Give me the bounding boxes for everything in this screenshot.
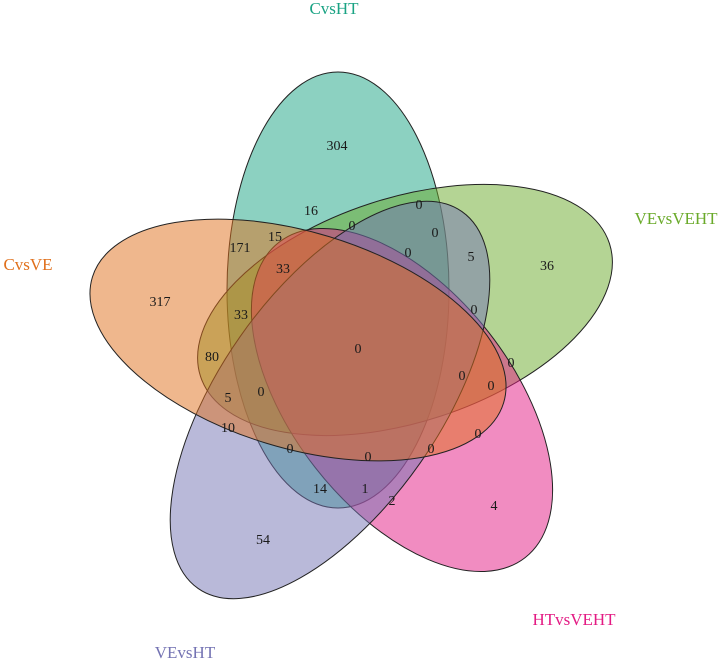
label-vevsveht: VEvsVEHT (634, 209, 718, 228)
ellipse-cvsve (89, 218, 507, 462)
set-labels: CvsHT VEvsVEHT HTvsVEHT VEvsHT CvsVE (3, 0, 718, 661)
count-region-0b: 0 (349, 219, 356, 234)
region-counts: 304 36 4 54 317 16 0 0 0 15 171 0 5 33 3… (150, 139, 555, 548)
count-only-cvsht: 304 (327, 139, 348, 154)
count-only-vevsht: 54 (256, 533, 270, 548)
count-region-0k: 0 (287, 442, 294, 457)
count-region-0c: 0 (432, 226, 439, 241)
count-region-0j: 0 (475, 427, 482, 442)
count-region-0d: 0 (405, 246, 412, 261)
count-region-0m: 0 (365, 450, 372, 465)
count-region-80: 80 (205, 350, 219, 365)
count-only-htvsveht: 4 (491, 499, 498, 514)
count-region-0g: 0 (459, 369, 466, 384)
count-region-0a: 0 (416, 198, 423, 213)
count-region-1: 1 (362, 482, 369, 497)
count-only-cvsve: 317 (150, 295, 171, 310)
label-htvsveht: HTvsVEHT (532, 610, 616, 629)
count-region-33a: 33 (276, 262, 290, 277)
count-region-0h: 0 (488, 379, 495, 394)
label-cvsht: CvsHT (309, 0, 359, 18)
count-region-2: 2 (389, 494, 396, 509)
count-region-5a: 5 (468, 250, 475, 265)
count-only-vevsveht: 36 (540, 259, 554, 274)
count-region-14: 14 (313, 482, 327, 497)
count-region-33b: 33 (234, 308, 248, 323)
count-region-5b: 5 (225, 391, 232, 406)
count-region-10: 10 (221, 421, 235, 436)
count-region-16: 16 (304, 204, 318, 219)
count-region-0-center: 0 (355, 342, 362, 357)
set-ellipses (89, 71, 613, 600)
count-region-0e: 0 (471, 303, 478, 318)
label-vevsht: VEvsHT (155, 643, 216, 661)
count-region-15: 15 (268, 230, 282, 245)
count-region-0f: 0 (508, 356, 515, 371)
count-region-171: 171 (230, 241, 251, 256)
count-region-0l: 0 (428, 442, 435, 457)
label-cvsve: CvsVE (3, 255, 52, 274)
count-region-0i: 0 (258, 385, 265, 400)
